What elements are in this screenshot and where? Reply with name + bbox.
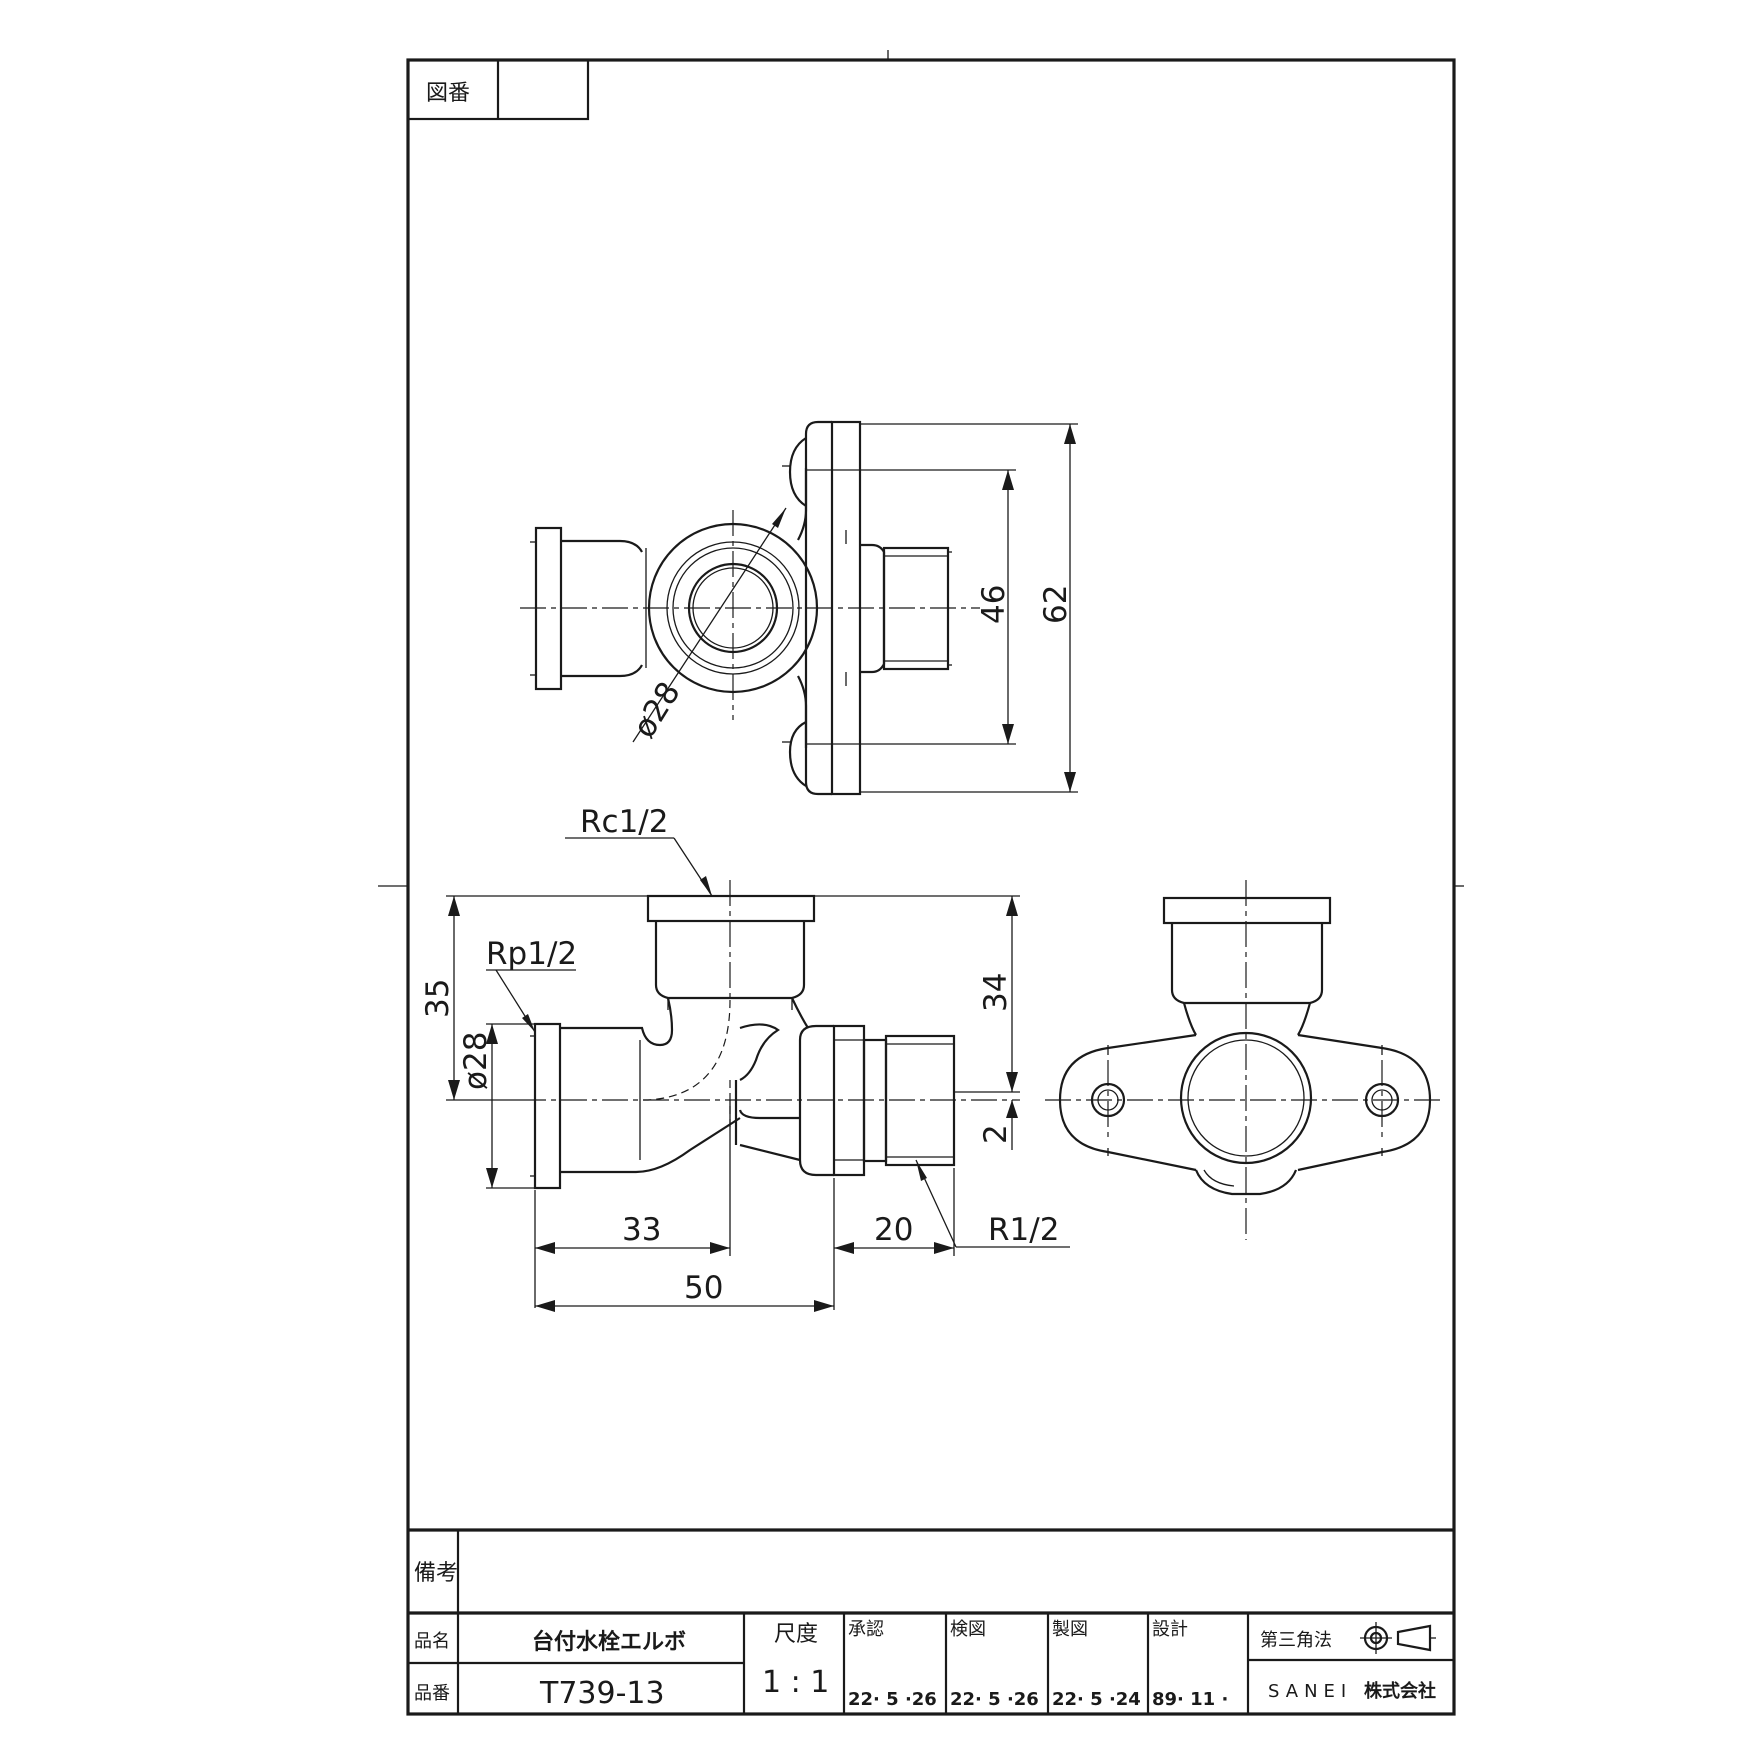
drafting-date: 22· 5 ·24 <box>1052 1689 1141 1710</box>
front-view: Rc1/2 Rp1/2 R1/2 35 ø28 34 <box>420 804 1070 1312</box>
dim-left-to-center: 33 <box>622 1212 661 1248</box>
drafting-label: 製図 <box>1052 1619 1088 1640</box>
dim-top-outer-height: 62 <box>1038 585 1074 624</box>
drawing-number-box: 図番 <box>406 58 590 121</box>
dim-top-port-thread: Rc1/2 <box>580 804 668 840</box>
third-angle-projection-icon <box>1360 1622 1436 1654</box>
product-number: T739-13 <box>539 1676 665 1711</box>
dim-thread-length: 20 <box>874 1212 913 1248</box>
side-view <box>1045 880 1440 1240</box>
product-name: 台付水栓エルボ <box>532 1629 686 1655</box>
remarks-label: 備考 <box>414 1561 458 1586</box>
dim-left-port-thread: Rp1/2 <box>486 936 577 972</box>
approval-date: 22· 5 ·26 <box>848 1689 937 1710</box>
dim-overall-width: 50 <box>684 1270 723 1306</box>
dim-offset: 2 <box>978 1124 1014 1144</box>
title-block: 備考 品名 台付水栓エルボ 品番 T739-13 尺度 1 : 1 承認 22·… <box>408 1528 1454 1714</box>
dim-right-port-thread: R1/2 <box>988 1212 1059 1248</box>
design-date: 89· 11 · <box>1152 1689 1228 1710</box>
check-date: 22· 5 ·26 <box>950 1689 1039 1710</box>
design-label: 設計 <box>1152 1619 1188 1640</box>
approval-label: 承認 <box>848 1619 884 1640</box>
dim-total-height: 35 <box>420 979 456 1018</box>
drawing-frame <box>378 50 1464 1716</box>
top-view: ø28 46 62 <box>520 420 1078 796</box>
scale-value: 1 : 1 <box>762 1665 829 1700</box>
product-number-label: 品番 <box>414 1683 450 1704</box>
projection-label: 第三角法 <box>1260 1630 1332 1651</box>
drawing-number-label: 図番 <box>426 81 470 106</box>
scale-label: 尺度 <box>774 1622 818 1647</box>
product-name-label: 品名 <box>414 1631 450 1652</box>
company-name: SANEI <box>1268 1681 1352 1702</box>
dim-top-diameter: ø28 <box>626 676 687 745</box>
check-label: 検図 <box>950 1619 986 1640</box>
dim-front-diameter: ø28 <box>458 1032 494 1090</box>
dim-top-inner-height: 46 <box>976 585 1012 624</box>
company-suffix: 株式会社 <box>1364 1680 1436 1702</box>
dim-upper-height: 34 <box>978 973 1014 1012</box>
